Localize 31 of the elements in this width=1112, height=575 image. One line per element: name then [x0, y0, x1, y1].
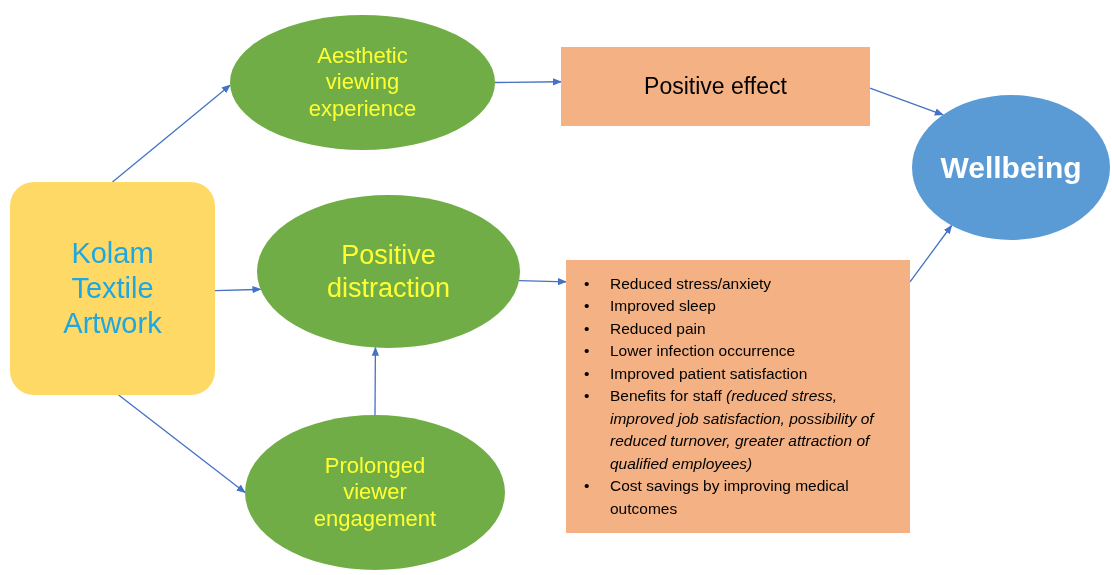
bullet-marker: •: [584, 296, 590, 317]
bullet-item: Improved patient satisfaction: [610, 363, 809, 384]
bullet-marker: •: [584, 476, 590, 497]
rect-node: [10, 182, 215, 395]
bullet-marker: •: [584, 341, 590, 362]
arrow: [118, 394, 246, 494]
node-label: Aesthetic viewing experience: [307, 42, 418, 123]
bullet-marker: •: [584, 386, 590, 407]
arrow: [869, 87, 944, 116]
node-label: Positive distraction: [325, 239, 452, 304]
bullet-item: Lower infection occurrence: [610, 341, 797, 362]
arrow: [518, 278, 567, 286]
bullet-item: Improved sleep: [610, 296, 717, 317]
arrow: [494, 78, 562, 86]
arrow: [111, 84, 231, 183]
node-label: Kolam Textile Artwork: [62, 236, 163, 341]
bullet-marker: •: [584, 363, 590, 384]
bullet-marker: •: [584, 318, 590, 339]
bullet-item: Cost savings by improving medical outcomes: [610, 476, 850, 519]
node-label: Positive effect: [644, 72, 787, 101]
arrow: [909, 224, 953, 283]
bullet-item: Reduced pain: [610, 318, 707, 339]
node-label: Wellbeing: [940, 149, 1082, 186]
bullet-marker: •: [584, 273, 590, 294]
bullet-item: Reduced stress/anxiety: [610, 273, 773, 294]
arrow: [214, 285, 262, 294]
rect-node: [561, 47, 870, 126]
arrow: [371, 346, 379, 416]
node-label: Prolonged viewer engagement: [312, 452, 438, 533]
bullet-item: Benefits for staff (reduced stress, improved job satisfaction, possibility of reduced turnover, greater attraction of qualified employees): [610, 386, 876, 474]
benefits-box: [566, 260, 910, 533]
